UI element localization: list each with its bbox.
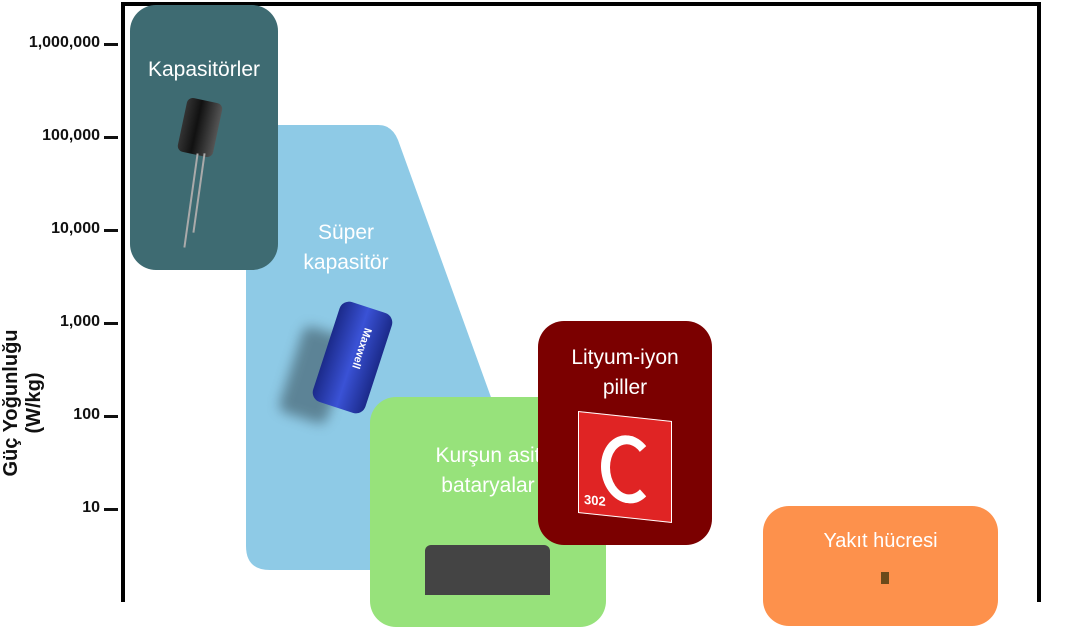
battery-image	[425, 545, 550, 595]
fuel-cell-image	[881, 572, 889, 584]
y-tick: 1,000,000	[0, 34, 118, 52]
y-tick: 100,000	[0, 127, 118, 145]
li-ion-battery-image: 302	[578, 411, 672, 523]
plot-frame	[121, 2, 1041, 602]
y-tick: 1,000	[0, 313, 118, 331]
region-label: Yakıt hücresi	[823, 530, 938, 552]
region-fuel-cell: Yakıt hücresi	[763, 506, 998, 626]
region-label: Kapasitörler	[147, 58, 261, 81]
y-tick: 10,000	[0, 220, 118, 238]
y-tick: 100	[0, 406, 118, 424]
region-capacitors: Kapasitörler	[130, 5, 278, 270]
y-tick: 10	[0, 499, 118, 517]
